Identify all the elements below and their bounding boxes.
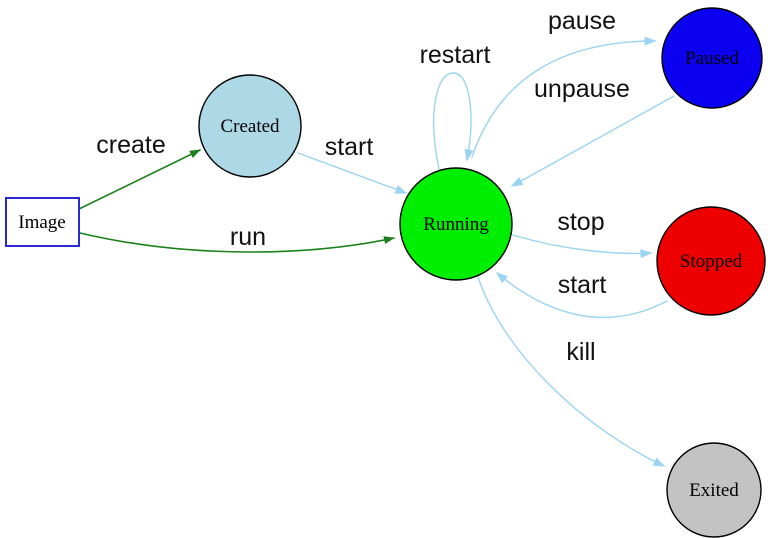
edge-label-run: run <box>230 223 266 251</box>
edges <box>78 36 675 467</box>
edge-start-stopped-running <box>495 272 668 319</box>
edge-create <box>78 149 201 210</box>
edge-label-unpause: unpause <box>534 75 630 103</box>
edge-label-start-stopped: start <box>558 271 607 299</box>
node-label-exited: Exited <box>689 480 739 501</box>
edge-label-stop: stop <box>557 208 604 236</box>
node-paused <box>661 7 763 109</box>
edge-restart-self-loop <box>433 72 474 170</box>
node-label-running: Running <box>423 214 489 235</box>
node-label-stopped: Stopped <box>680 251 743 272</box>
edge-labels: create run start restart pause unpause s… <box>96 7 630 366</box>
node-label-paused: Paused <box>685 48 739 69</box>
edge-label-start-created: start <box>325 133 374 161</box>
node-created <box>198 74 302 178</box>
edge-stop <box>512 234 653 259</box>
edge-label-create: create <box>96 131 165 159</box>
edge-label-kill: kill <box>566 338 595 366</box>
node-stopped <box>656 206 766 316</box>
edge-label-restart: restart <box>420 41 491 69</box>
edge-pause <box>471 36 657 158</box>
node-exited <box>666 442 762 538</box>
edge-run <box>79 232 395 253</box>
node-running <box>399 167 513 281</box>
edge-kill <box>477 276 666 467</box>
nodes: Image Created Running Paused Stopped Exi… <box>5 7 766 538</box>
node-label-image: Image <box>18 212 65 233</box>
node-image <box>5 197 80 247</box>
edge-start-created-running <box>297 152 408 194</box>
edge-label-pause: pause <box>548 7 616 35</box>
edge-unpause <box>510 95 675 187</box>
node-label-created: Created <box>220 116 280 137</box>
